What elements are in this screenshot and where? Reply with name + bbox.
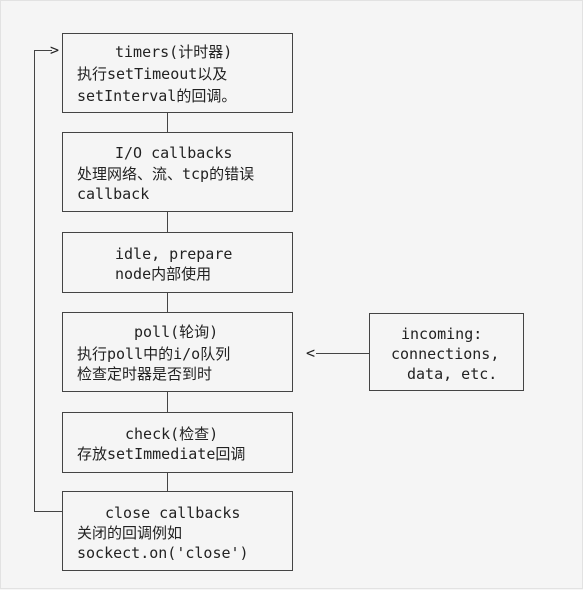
phase-close-callbacks-desc-1: 关闭的回调例如 [77, 524, 183, 542]
incoming-title: incoming: [401, 325, 483, 343]
phase-close-callbacks-title: close callbacks [105, 504, 241, 522]
incoming-desc-1: connections, [391, 345, 500, 363]
phase-check-title: check(检查) [125, 425, 219, 443]
loop-back-top-segment [34, 50, 52, 51]
phase-io-callbacks-box [62, 132, 293, 212]
loop-back-arrowhead-icon: > [50, 41, 60, 59]
phase-timers-desc-1: 执行setTimeout以及 [77, 65, 228, 83]
phase-poll-box [62, 312, 293, 392]
phase-idle-prepare-box [62, 232, 293, 293]
phase-poll-title: poll(轮询) [134, 323, 219, 341]
connector-poll-check [167, 392, 168, 412]
connector-idle-poll [167, 293, 168, 312]
incoming-arrowhead-icon: < [306, 344, 316, 362]
loop-back-bottom-segment [34, 511, 62, 512]
phase-idle-prepare-title: idle, prepare [115, 245, 233, 263]
phase-poll-desc-2: 检查定时器是否到时 [77, 365, 213, 383]
phase-io-callbacks-desc-1: 处理网络、流、tcp的错误 [77, 165, 255, 183]
connector-timers-io [167, 113, 168, 132]
loop-back-vertical-segment [34, 50, 35, 512]
incoming-arrow-line [316, 353, 369, 354]
phase-check-desc: 存放setImmediate回调 [77, 445, 246, 463]
phase-timers-desc-2: setInterval的回调。 [77, 87, 237, 105]
phase-timers-box [62, 33, 293, 113]
phase-close-callbacks-desc-2: sockect.on('close') [77, 544, 249, 562]
incoming-desc-2: data, etc. [407, 365, 498, 383]
incoming-box [369, 313, 524, 391]
phase-poll-desc-1: 执行poll中的i/o队列 [77, 345, 231, 363]
connector-check-close [167, 473, 168, 491]
phase-check-box [62, 412, 293, 473]
phase-io-callbacks-title: I/O callbacks [115, 144, 233, 162]
connector-io-idle [167, 212, 168, 232]
phase-close-callbacks-box [62, 491, 293, 571]
phase-timers-title: timers(计时器) [115, 43, 233, 61]
phase-idle-prepare-desc: node内部使用 [115, 265, 212, 283]
phase-io-callbacks-desc-2: callback [77, 185, 150, 203]
